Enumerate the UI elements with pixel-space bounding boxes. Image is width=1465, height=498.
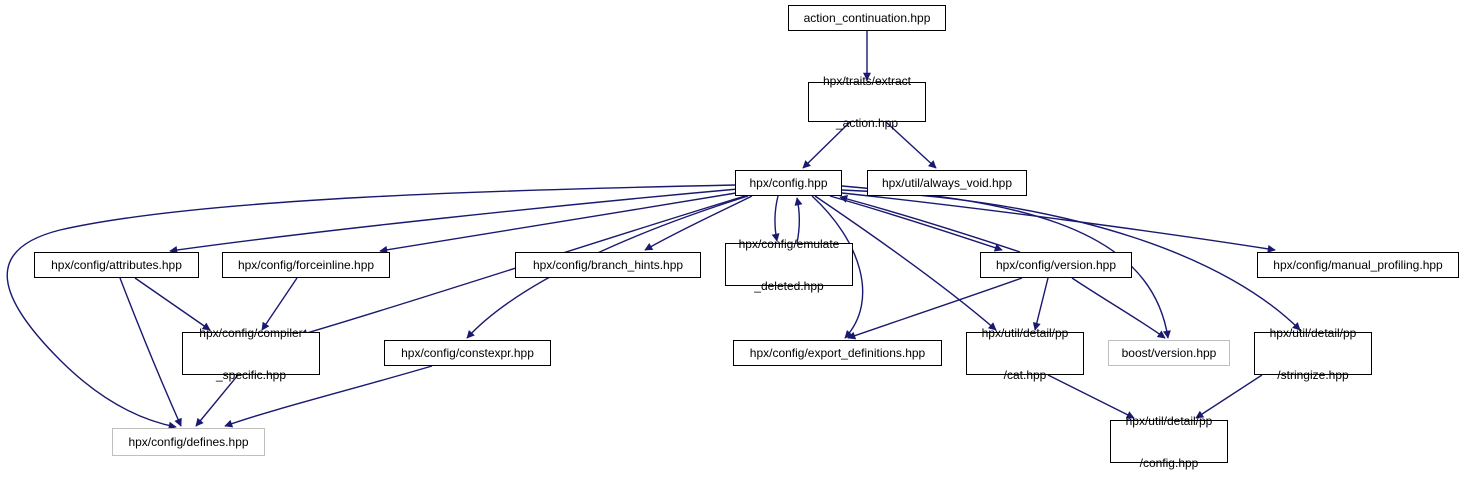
node-label-line: _specific.hpp <box>215 367 287 382</box>
node-label-line: hpx/config/attributes.hpp <box>51 258 182 272</box>
node-util-always-void-hpp[interactable]: hpx/util/always_void.hpp <box>867 170 1027 196</box>
edge-config-to-branch-hints <box>644 195 753 251</box>
edge-extract-action-to-always-void <box>885 121 937 169</box>
node-config-version-hpp[interactable]: hpx/config/version.hpp <box>980 252 1132 278</box>
edge-config-to-version <box>829 195 1003 252</box>
node-config-forceinline-hpp[interactable]: hpx/config/forceinline.hpp <box>222 252 390 278</box>
node-label-line: hpx/util/detail/pp <box>1125 413 1213 428</box>
node-label-line: /config.hpp <box>1139 455 1199 470</box>
node-config-compiler-specific-hpp[interactable]: hpx/config/compiler _specific.hpp <box>182 326 320 382</box>
node-label-line: _deleted.hpp <box>754 278 824 293</box>
node-label-line: hpx/config/forceinline.hpp <box>237 258 375 272</box>
node-label-line: hpx/traits/extract <box>822 74 912 88</box>
edge-config-to-attributes <box>169 188 739 254</box>
edge-config-to-forceinline <box>379 191 743 254</box>
edge-config-to-pp-stringize <box>841 189 1301 331</box>
edge-forceinline-to-compiler-specific <box>261 277 298 331</box>
node-action-continuation-hpp[interactable]: action_continuation.hpp <box>788 5 946 31</box>
node-label-line: hpx/config/manual_profiling.hpp <box>1273 258 1443 272</box>
edge-pp-cat-to-pp-config <box>1047 374 1135 419</box>
edge-version-to-config <box>839 195 1021 253</box>
node-label-line: /stringize.hpp <box>1277 367 1349 382</box>
edge-config-to-export-definitions <box>811 195 864 339</box>
edge-version-to-export-definitions <box>847 277 1023 340</box>
node-config-manual-profiling-hpp[interactable]: hpx/config/manual_profiling.hpp <box>1257 252 1459 278</box>
node-label-line: hpx/config.hpp <box>749 176 828 190</box>
edge-compiler-specific-to-defines <box>195 374 239 427</box>
edge-config-to-pp-cat <box>814 195 997 331</box>
node-config-emulate-deleted-hpp[interactable]: hpx/config/emulate _deleted.hpp <box>725 237 853 293</box>
node-label-line: /cat.hpp <box>1003 367 1047 382</box>
node-label-line: hpx/config/emulate <box>738 236 840 251</box>
node-label-line: hpx/config/compiler <box>199 325 303 340</box>
node-config-attributes-hpp[interactable]: hpx/config/attributes.hpp <box>34 252 199 278</box>
node-config-hpp[interactable]: hpx/config.hpp <box>735 170 842 196</box>
edge-extract-action-to-config <box>802 121 851 169</box>
edge-pp-stringize-to-pp-config <box>1195 374 1263 419</box>
dependency-edges <box>6 31 1301 430</box>
edge-constexpr-to-defines <box>224 365 433 428</box>
node-util-detail-pp-config-hpp[interactable]: hpx/util/detail/pp /config.hpp <box>1110 414 1228 470</box>
edge-version-to-pp-cat <box>1032 277 1049 331</box>
edge-emulate-deleted-to-config <box>794 197 803 244</box>
edge-attributes-to-compiler-specific <box>134 277 211 331</box>
edge-version-to-boost-version <box>1071 277 1166 339</box>
include-dependency-graph: action_continuation.hpp hpx/traits/extra… <box>6 5 1459 470</box>
node-config-defines-hpp[interactable]: hpx/config/defines.hpp <box>112 428 265 456</box>
node-label-line: action_continuation.hpp <box>803 11 931 25</box>
node-label-line: boost/version.hpp <box>1121 346 1217 360</box>
node-util-detail-pp-cat-hpp[interactable]: hpx/util/detail/pp /cat.hpp <box>966 326 1084 382</box>
node-label-line: hpx/config/branch_hints.hpp <box>532 258 684 272</box>
node-label-line: _action.hpp <box>835 116 899 130</box>
node-traits-extract-action-hpp[interactable]: hpx/traits/extract _action.hpp <box>808 74 926 130</box>
node-label-line: hpx/config/defines.hpp <box>128 435 249 449</box>
node-label-line: hpx/config/version.hpp <box>995 258 1117 272</box>
edge-config-to-compiler-specific <box>299 195 746 337</box>
edge-config-to-defines <box>6 184 736 430</box>
node-label-line: hpx/util/detail/pp <box>981 325 1069 340</box>
node-boost-version-hpp[interactable]: boost/version.hpp <box>1108 340 1230 366</box>
node-label-line: hpx/config/export_definitions.hpp <box>749 346 926 360</box>
edge-config-to-manual-profiling <box>841 192 1276 253</box>
edge-config-to-emulate-deleted <box>771 195 780 242</box>
node-label-line: hpx/util/detail/pp <box>1269 325 1357 340</box>
edge-attributes-to-defines <box>119 277 182 427</box>
node-util-detail-pp-stringize-hpp[interactable]: hpx/util/detail/pp /stringize.hpp <box>1254 326 1372 382</box>
node-config-branch-hints-hpp[interactable]: hpx/config/branch_hints.hpp <box>515 252 701 278</box>
node-label-line: hpx/util/always_void.hpp <box>881 176 1013 190</box>
node-label-line: hpx/config/constexpr.hpp <box>401 346 534 360</box>
node-config-export-definitions-hpp[interactable]: hpx/config/export_definitions.hpp <box>733 340 942 366</box>
node-config-constexpr-hpp[interactable]: hpx/config/constexpr.hpp <box>384 340 551 366</box>
